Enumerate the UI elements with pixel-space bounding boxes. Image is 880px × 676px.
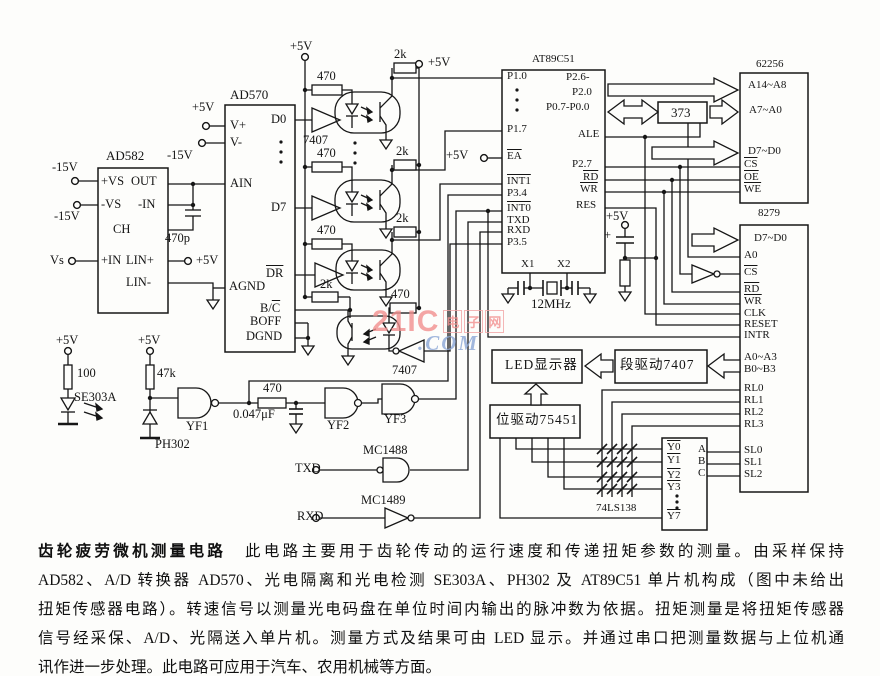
- caption-line-1: 齿轮疲劳微机测量电路 此电路主要用于齿轮传动的运行速度和传递扭矩参数的测量。由采…: [38, 537, 844, 566]
- bus-arrow-a14a8: [607, 76, 740, 104]
- resistor-100: [63, 364, 73, 390]
- bus-arrow-bit-to-led: [523, 383, 549, 406]
- opto-1: [334, 91, 401, 134]
- latch-373-box: [657, 101, 708, 124]
- caption-line-3: 扭矩传感器电路）。转速信号以测量光电码盘在单位时间内输出的脉冲数为依据。扭矩测量…: [38, 601, 844, 618]
- resistor-470-2: [311, 161, 343, 173]
- buffer-7407-1: [311, 107, 342, 133]
- gate-mc1488: [382, 457, 410, 483]
- caption: 齿轮疲劳微机测量电路 此电路主要用于齿轮传动的运行速度和传递扭矩参数的测量。由采…: [38, 537, 844, 676]
- seg-driver-box: [614, 349, 708, 384]
- gates: [177, 383, 420, 483]
- ic-boxes: [97, 69, 809, 531]
- buffer-7407-4-reverse: [397, 339, 425, 363]
- resistors: [63, 62, 631, 409]
- optocouplers: [334, 91, 401, 350]
- led-se303a: [59, 397, 77, 412]
- bit-driver-box: [489, 404, 581, 439]
- resistor-470-4: [389, 302, 417, 314]
- resistor-2k-2: [393, 159, 417, 171]
- caption-line-1-text: 此电路主要用于齿轮传动的运行速度和传递扭矩参数的测量。由采样保持: [226, 543, 844, 560]
- opto-2: [334, 179, 401, 223]
- resistor-470-yf: [257, 397, 287, 409]
- junction-dots: [147, 75, 683, 406]
- resistor-470-3: [311, 238, 343, 250]
- opto-3: [335, 249, 401, 291]
- caption-line-5: 讯作进一步处理。此电路可应用于汽车、农用机械等方面。: [38, 659, 442, 676]
- dec-74ls138-box: [661, 437, 708, 531]
- opto-4: [336, 315, 401, 350]
- ellipsis-dots: [279, 88, 679, 510]
- resistor-2k-4: [311, 291, 339, 303]
- caption-line-4: 信号经采保、A/D、光隔送入单片机。测量方式及结果可由 LED 显示。并通过串口…: [38, 630, 844, 647]
- gate-yf2: [324, 387, 359, 419]
- keyboard-matrix-hatch: [596, 443, 638, 495]
- resistor-470-1: [311, 84, 343, 96]
- caption-line-2: AD582、A/D 转换器 AD570、光电隔离和光电检测 SE303A、PH3…: [38, 572, 844, 589]
- bus-arrow-seg-in: [706, 352, 741, 380]
- buffers: [311, 107, 721, 529]
- ad582-box: [97, 167, 169, 314]
- bus-arrows: [523, 76, 741, 406]
- bus-arrow-a7a0: [709, 98, 740, 126]
- resistor-2k-3: [393, 226, 417, 238]
- kbd-8279-box: [739, 224, 809, 493]
- buffer-7407-2: [311, 195, 342, 221]
- inverter-mc1489: [384, 507, 410, 529]
- gate-yf3: [381, 383, 416, 415]
- capacitors: [289, 236, 634, 415]
- sensor-diodes: [59, 397, 159, 425]
- photodiode-ph302: [141, 410, 159, 425]
- led-display-box: [491, 349, 583, 384]
- bus-arrow-sram-data: [651, 139, 740, 167]
- ad570-box: [224, 104, 296, 353]
- terminals: [63, 52, 630, 523]
- at89c51-box: [501, 69, 606, 274]
- resistor-47k: [145, 364, 155, 390]
- caption-title: 齿轮疲劳微机测量电路: [38, 543, 227, 560]
- crystal-12mhz: [546, 281, 558, 295]
- resistor-reset: [619, 259, 631, 287]
- bus-arrow-seg-to-led: [583, 352, 614, 380]
- gate-yf1: [177, 387, 212, 419]
- bus-arrow-p0-373: [606, 98, 660, 126]
- bus-arrow-8279-data: [691, 226, 740, 254]
- ground-symbols: [58, 139, 633, 440]
- buffer-7407-3: [314, 262, 345, 288]
- resistor-2k-1: [393, 62, 417, 74]
- inverter-bubble: [392, 347, 400, 355]
- inverter-cs8279: [691, 264, 716, 284]
- wires: [67, 60, 740, 519]
- sram-62256-box: [739, 72, 809, 204]
